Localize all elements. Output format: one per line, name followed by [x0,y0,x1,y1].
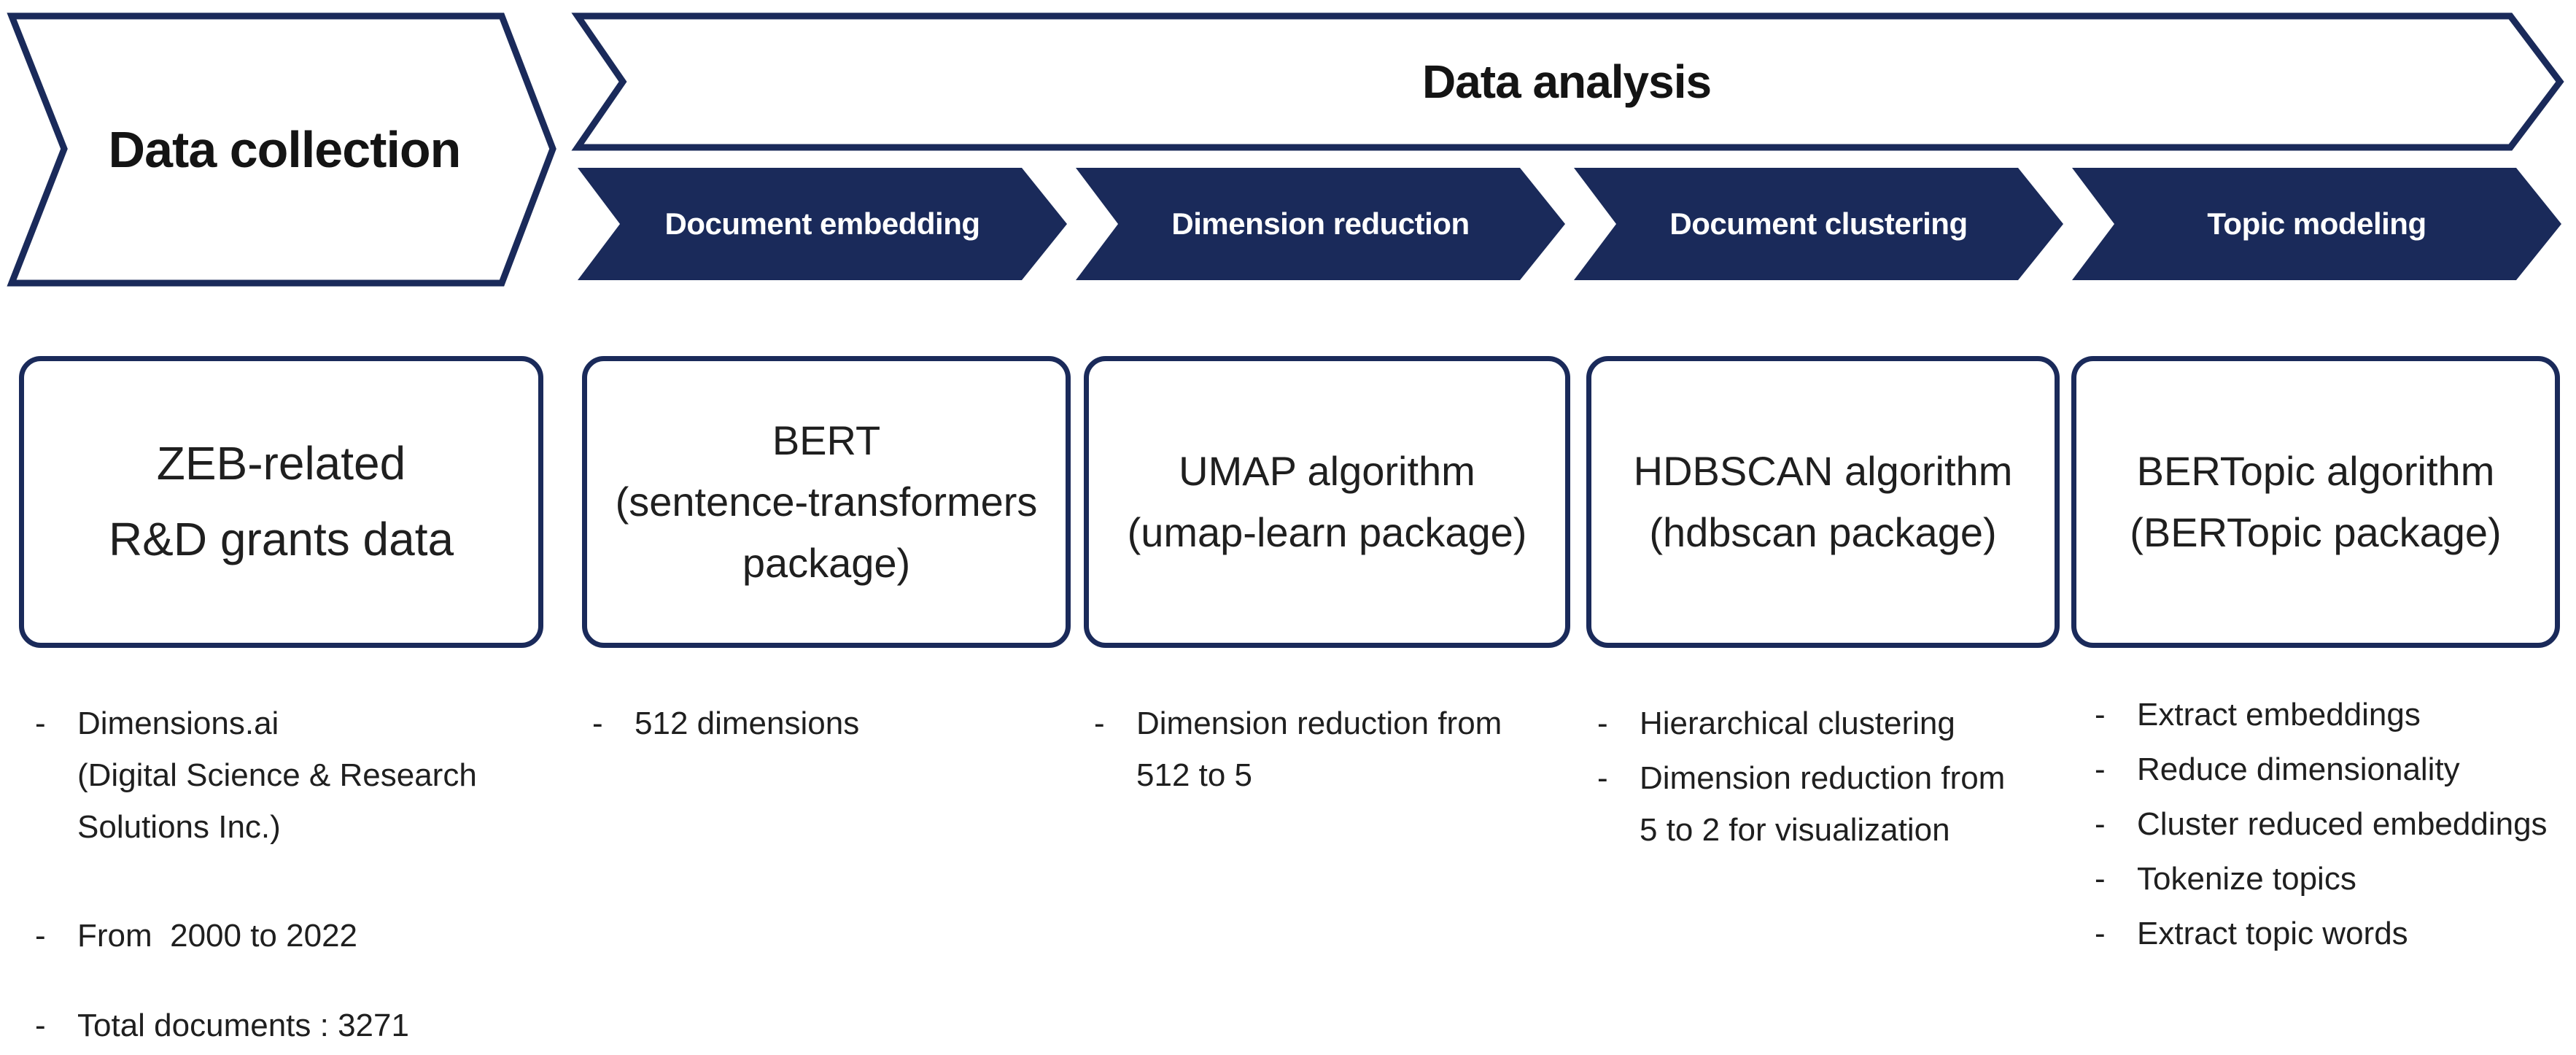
box-hdbscan-text: HDBSCAN algorithm (hdbscan package) [1633,448,2013,555]
step-label-topic-modeling: Topic modeling [2207,206,2426,241]
list-item: - Total documents : 3271 [35,1000,546,1051]
bullet-dash: - [35,1008,46,1043]
bullets-data-collection: - Dimensions.ai (Digital Science & Resea… [35,697,546,1051]
data-collection-chevron [7,12,556,287]
bullet-dash: - [592,706,603,741]
box-umap-text: UMAP algorithm (umap-learn package) [1127,448,1527,555]
bullet-dash: - [1597,706,1608,741]
list-item: - From 2000 to 2022 [35,910,546,962]
bullet-dash: - [35,706,46,741]
box-bert: BERT (sentence-transformers package) [582,356,1071,648]
box-hdbscan: HDBSCAN algorithm (hdbscan package) [1586,356,2060,648]
list-item: - Dimension reduction from 5 to 2 for vi… [1597,752,2079,856]
step-arrow-topic-modeling [2072,168,2561,280]
bullet-dash: - [2095,861,2106,897]
step-label-document-clustering: Document clustering [1669,206,1968,241]
data-collection-label: Data collection [108,121,462,178]
list-item: - Reduce dimensionality [2095,743,2576,795]
list-item: - Cluster reduced embeddings [2095,798,2576,850]
list-item: - Dimension reduction from 512 to 5 [1094,697,1575,801]
bullet-dash: - [2095,697,2106,733]
list-item: - Extract topic words [2095,908,2576,959]
step-label-document-embedding: Document embedding [664,206,980,241]
bullets-document-embedding: - 512 dimensions [592,697,1074,749]
list-item: - Hierarchical clustering [1597,697,2079,749]
step-arrow-document-embedding [578,168,1067,280]
step-arrow-dimension-reduction [1076,168,1565,280]
box-bertopic: BERTopic algorithm (BERTopic package) [2071,356,2560,648]
data-analysis-banner [571,12,2564,151]
list-item: - Dimensions.ai (Digital Science & Resea… [35,697,546,853]
box-umap: UMAP algorithm (umap-learn package) [1084,356,1570,648]
step-label-dimension-reduction: Dimension reduction [1171,206,1470,241]
bullet-dash: - [2095,751,2106,787]
bullet-dash: - [2095,916,2106,951]
box-bertopic-text: BERTopic algorithm (BERTopic package) [2130,448,2502,555]
box-bert-text: BERT (sentence-transformers package) [615,417,1038,586]
step-arrow-document-clustering [1574,168,2063,280]
bullet-dash: - [35,918,46,954]
data-analysis-label: Data analysis [1421,55,1712,108]
bullets-dimension-reduction: - Dimension reduction from 512 to 5 [1094,697,1575,801]
bullets-document-clustering: - Hierarchical clustering - Dimension re… [1597,697,2079,856]
bullet-dash: - [1094,706,1105,741]
pipeline-shapes [7,12,2564,287]
list-item: - Extract embeddings [2095,689,2576,741]
list-item: - Tokenize topics [2095,853,2576,905]
bullet-dash: - [1597,760,1608,796]
bullets-topic-modeling: - Extract embeddings - Reduce dimensiona… [2095,689,2576,959]
box-zeb-data-text: ZEB-related R&D grants data [108,437,454,565]
list-item: - 512 dimensions [592,697,1074,749]
box-zeb-data: ZEB-related R&D grants data [19,356,543,648]
bullet-dash: - [2095,806,2106,842]
